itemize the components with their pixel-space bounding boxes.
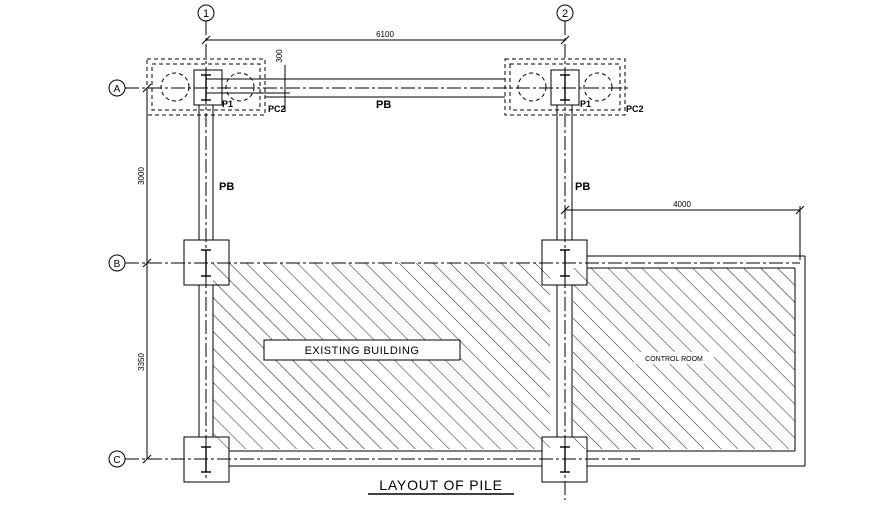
control-room-label: CONTROL ROOM <box>634 352 714 364</box>
dimension-6100: 6100 <box>201 30 570 45</box>
pile-beam-left <box>198 105 214 437</box>
svg-text:300: 300 <box>275 49 284 63</box>
control-room-outline <box>794 256 806 466</box>
svg-text:2: 2 <box>562 8 568 20</box>
pile-cap-b1 <box>183 239 230 286</box>
grid-bubble-c: C <box>108 450 126 468</box>
svg-text:LAYOUT OF PILE: LAYOUT OF PILE <box>379 477 503 493</box>
drawing-title: LAYOUT OF PILE <box>368 477 514 495</box>
label-pc2-right: PC2 <box>626 104 644 114</box>
label-p1-right: P1 <box>580 99 591 109</box>
label-pb-top: PB <box>376 99 391 111</box>
grid-bubble-1: 1 <box>197 4 215 22</box>
svg-text:1: 1 <box>203 8 209 20</box>
pile-beam-top <box>265 78 505 98</box>
dimension-4000: 4000 <box>560 200 805 260</box>
label-pb-right: PB <box>575 181 590 193</box>
grid-bubble-b: B <box>108 254 126 272</box>
dimension-vertical-left: 3000 3350 <box>137 83 152 464</box>
grid-bubble-2: 2 <box>556 4 574 22</box>
pile-cap-b2 <box>541 239 588 286</box>
svg-text:A: A <box>114 84 121 95</box>
pile-beam-row-c <box>229 450 805 467</box>
svg-text:B: B <box>114 259 121 270</box>
pile-cap-a2 <box>504 58 626 116</box>
pile-cap-a1 <box>146 58 266 116</box>
existing-building-label: EXISTING BUILDING <box>263 339 461 361</box>
pile-beam-right <box>556 105 573 437</box>
grid-bubble-a: A <box>108 79 126 97</box>
svg-text:CONTROL ROOM: CONTROL ROOM <box>645 356 703 363</box>
svg-text:6100: 6100 <box>376 30 394 39</box>
pile-beam-row-b <box>587 255 805 269</box>
label-pc2-left: PC2 <box>268 104 286 114</box>
svg-text:C: C <box>113 455 120 466</box>
label-p1-left: P1 <box>222 99 233 109</box>
dimension-300: 300 <box>206 49 290 112</box>
svg-text:EXISTING BUILDING: EXISTING BUILDING <box>305 345 420 357</box>
pile-cap-c2 <box>541 436 588 483</box>
svg-text:3000: 3000 <box>137 167 146 185</box>
svg-text:4000: 4000 <box>673 200 691 209</box>
label-pb-left: PB <box>219 181 234 193</box>
svg-text:3350: 3350 <box>137 353 146 371</box>
pile-cap-c1 <box>183 436 230 483</box>
